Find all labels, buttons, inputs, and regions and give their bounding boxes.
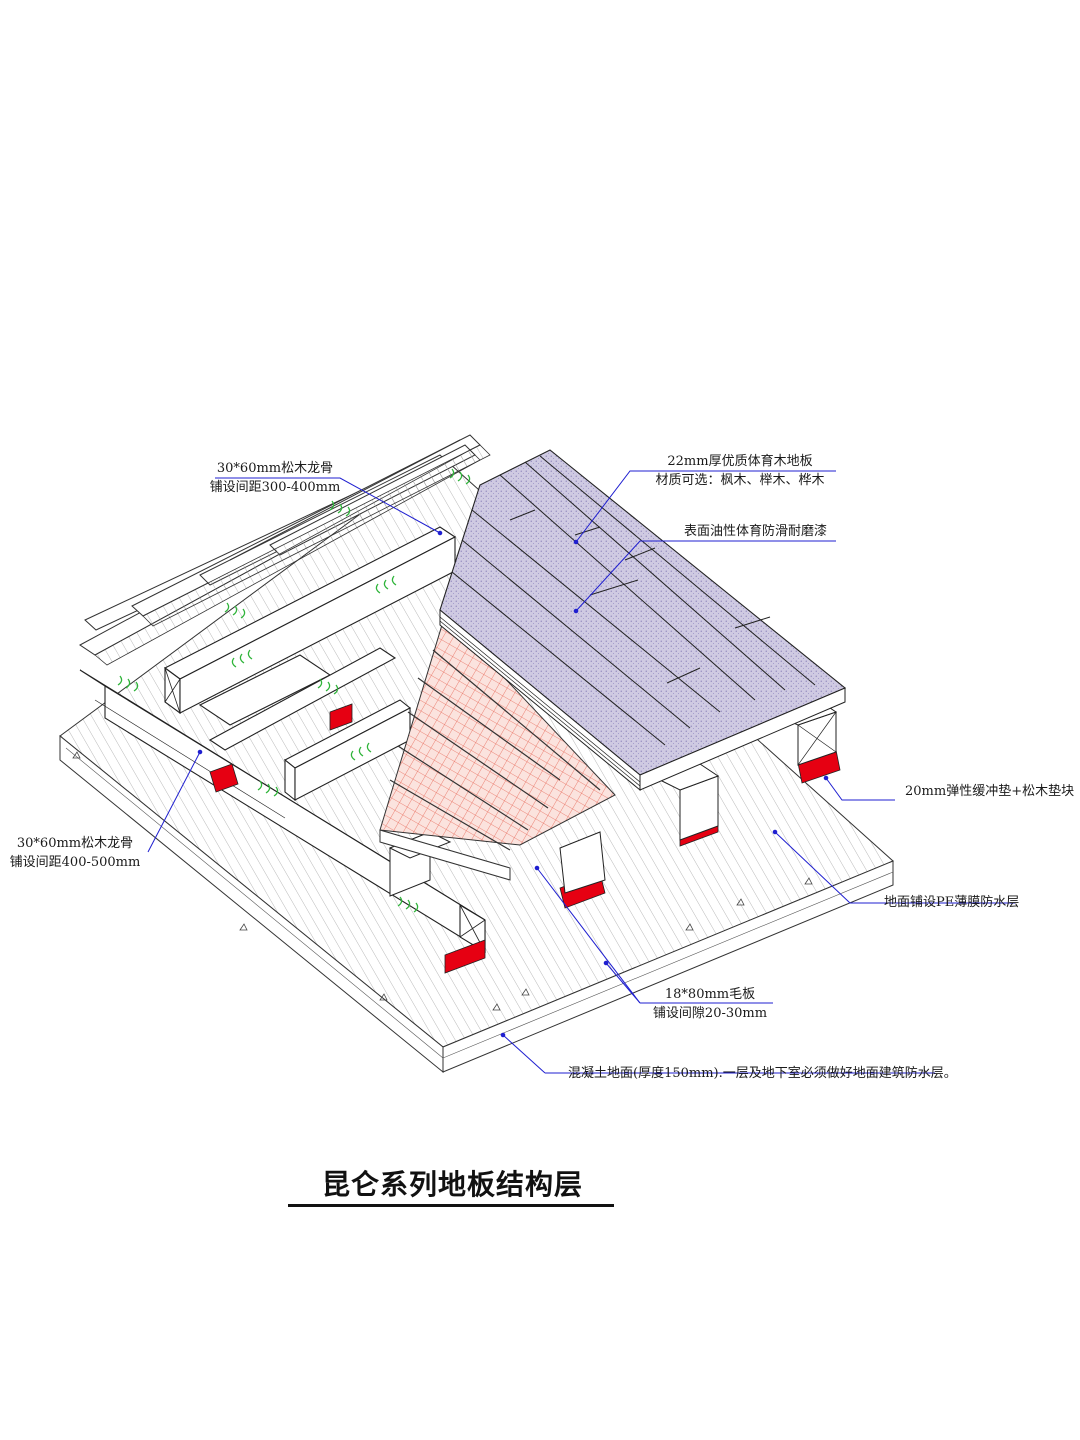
label-pad-line1: 20mm弹性缓冲垫+松木垫块 [905,784,1075,799]
label-joist-upper: 30*60mm松木龙骨 铺设间距300-400mm [200,459,350,497]
label-floor-board-line2: 材质可选：枫木、榉木、桦木 [655,473,825,488]
subfloor-boards [379,614,616,881]
label-joist-lower-line2: 铺设间距400-500mm [9,855,141,870]
label-joist-lower: 30*60mm松木龙骨 铺设间距400-500mm [0,834,150,872]
label-concrete-line1: 混凝土地面(厚度150mm).一层及地下室必须做好地面建筑防水层。 [568,1066,957,1081]
label-subfloor-line2: 铺设间隙20-30mm [652,1006,768,1021]
title-underline [288,1204,614,1207]
label-subfloor: 18*80mm毛板 铺设间隙20-30mm [640,985,780,1023]
sports-floor-boards [439,449,847,792]
joist-strips [94,444,491,666]
label-surface-paint: 表面油性体育防滑耐磨漆 [684,522,827,541]
joist-upper-long [163,526,457,715]
diagram-title: 昆仑系列地板结构层 [321,1168,583,1201]
label-pe-film: 地面铺设PE薄膜防水层 [884,893,1019,912]
label-surface-paint-line1: 表面油性体育防滑耐磨漆 [684,524,828,539]
label-pe-film-line1: 地面铺设PE薄膜防水层 [884,895,1020,910]
joist-cross [198,647,412,802]
leader-lines [147,470,1015,1074]
label-joist-lower-line1: 30*60mm松木龙骨 [16,836,134,851]
label-joist-upper-line1: 30*60mm松木龙骨 [216,461,334,476]
label-pad: 20mm弹性缓冲垫+松木垫块 [905,782,1074,801]
label-joist-upper-line2: 铺设间距300-400mm [209,480,341,495]
joist-grain-mark-icon [117,468,471,913]
label-subfloor-line1: 18*80mm毛板 [664,987,756,1002]
label-floor-board-line1: 22mm厚优质体育木地板 [667,454,813,469]
label-concrete: 混凝土地面(厚度150mm).一层及地下室必须做好地面建筑防水层。 [568,1064,957,1083]
label-floor-board: 22mm厚优质体育木地板 材质可选：枫木、榉木、桦木 [640,452,840,490]
